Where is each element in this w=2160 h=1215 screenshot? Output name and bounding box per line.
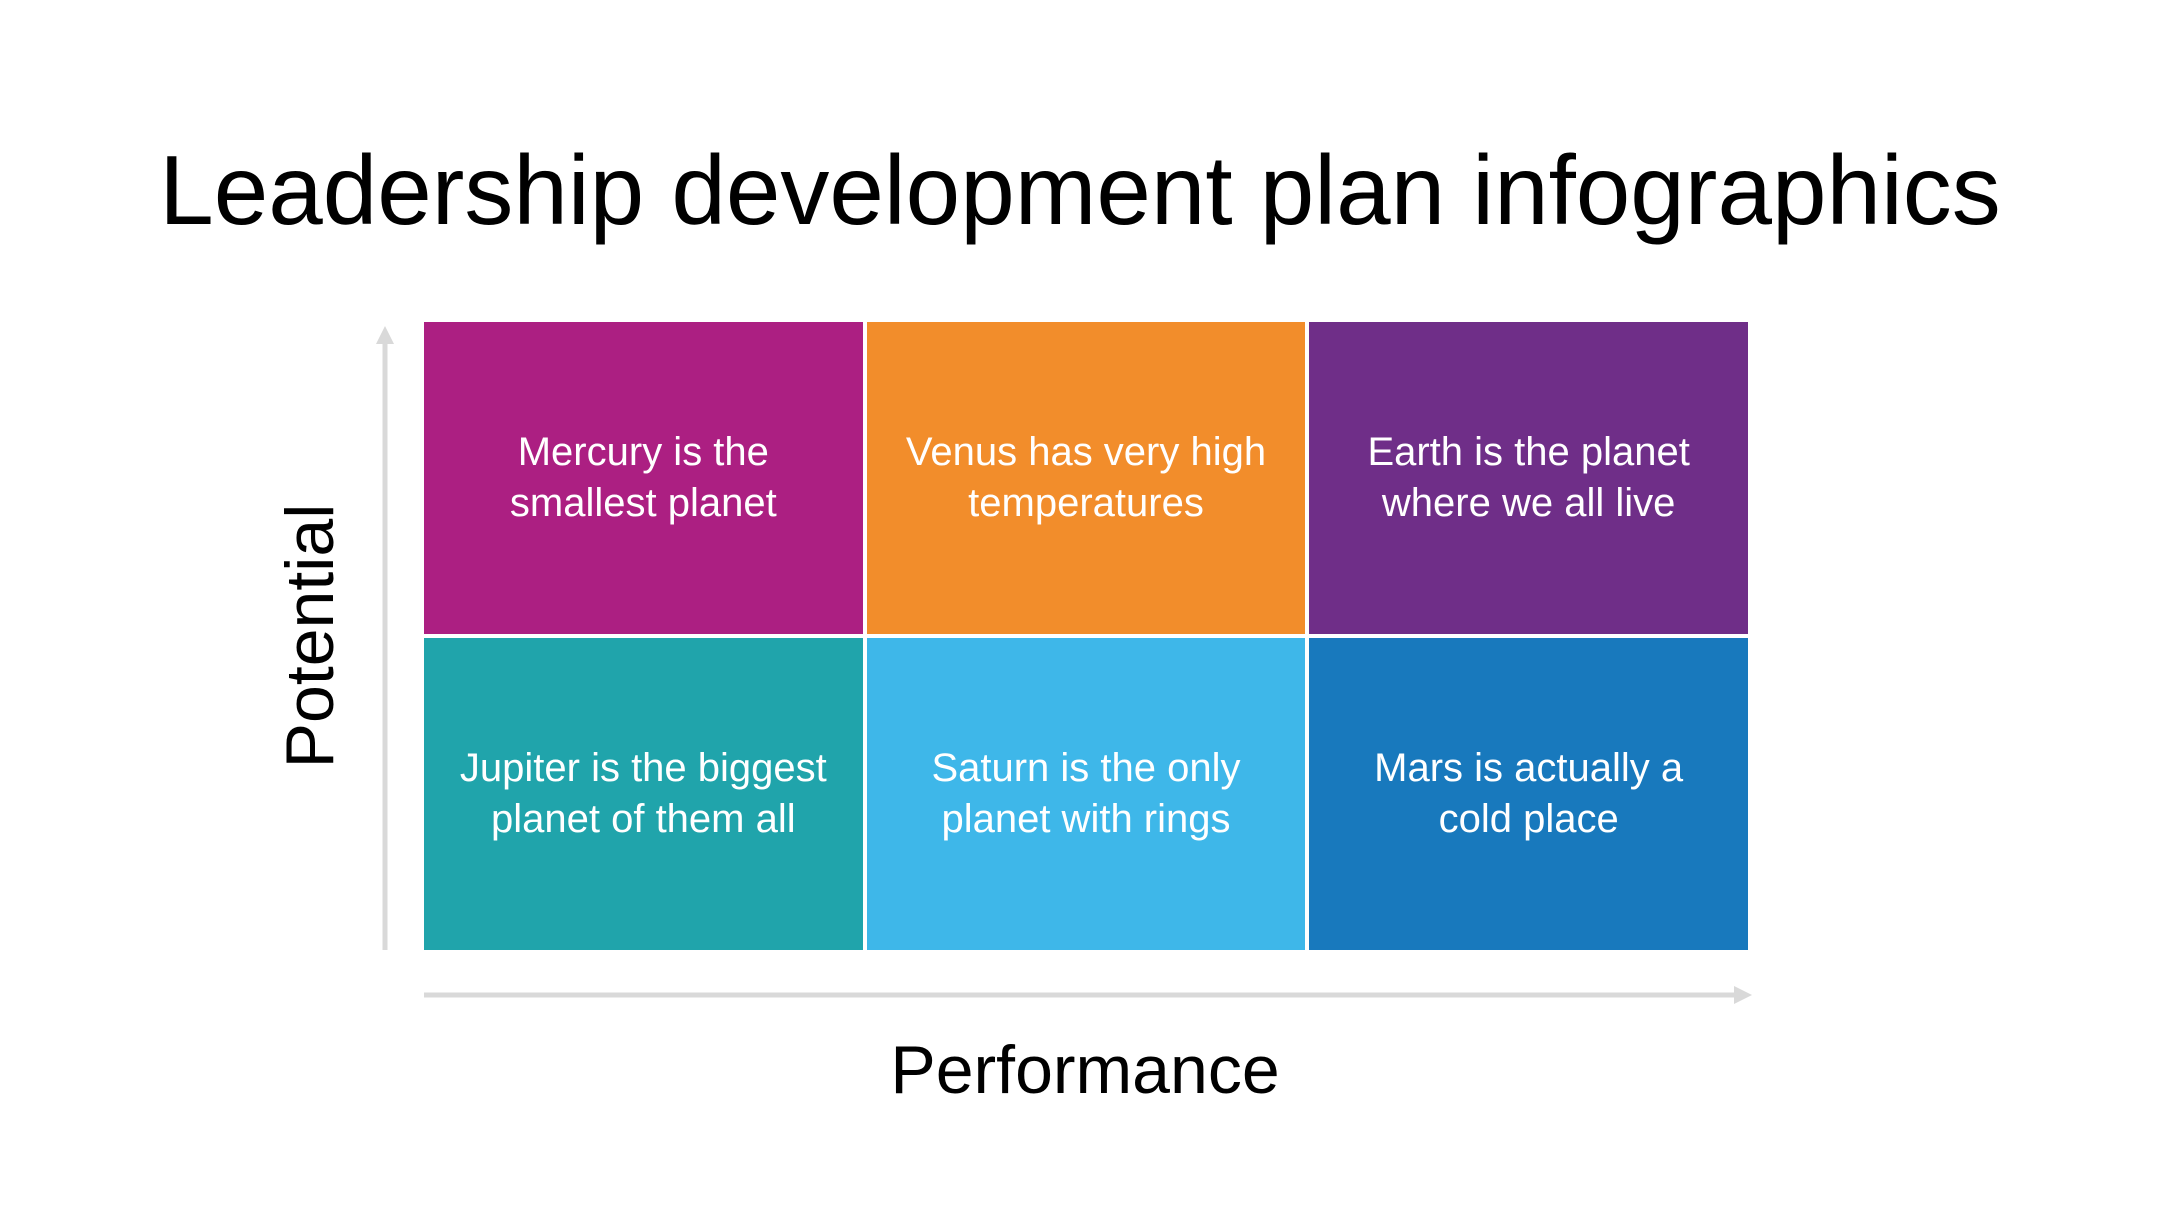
cell-text: Mars is actually a cold place <box>1374 746 1684 841</box>
matrix-cell-bottom-center: Saturn is the only planet with rings <box>866 638 1306 950</box>
matrix-cell-top-center: Venus has very high temperatures <box>866 322 1306 634</box>
cell-text: Jupiter is the biggest planet of them al… <box>459 746 827 841</box>
matrix-cell-bottom-left: Jupiter is the biggest planet of them al… <box>424 638 863 950</box>
cell-text: Venus has very high temperatures <box>905 430 1267 525</box>
x-axis-arrow <box>424 986 1752 1004</box>
cell-text: Mercury is the smallest planet <box>509 430 777 525</box>
cell-text: Saturn is the only planet with rings <box>931 746 1241 841</box>
x-axis-label: Performance <box>890 1032 1280 1108</box>
y-axis-arrow <box>376 326 394 950</box>
y-axis-label: Potential <box>272 503 348 769</box>
matrix-cell-bottom-right: Mars is actually a cold place <box>1309 638 1748 950</box>
matrix-grid: Mercury is the smallest planet Venus has… <box>424 322 1748 950</box>
matrix-cell-top-left: Mercury is the smallest planet <box>424 322 863 634</box>
slide-title: Leadership development plan infographics <box>159 135 2001 245</box>
matrix-cell-top-right: Earth is the planet where we all live <box>1309 322 1748 634</box>
cell-text: Earth is the planet where we all live <box>1367 430 1690 525</box>
